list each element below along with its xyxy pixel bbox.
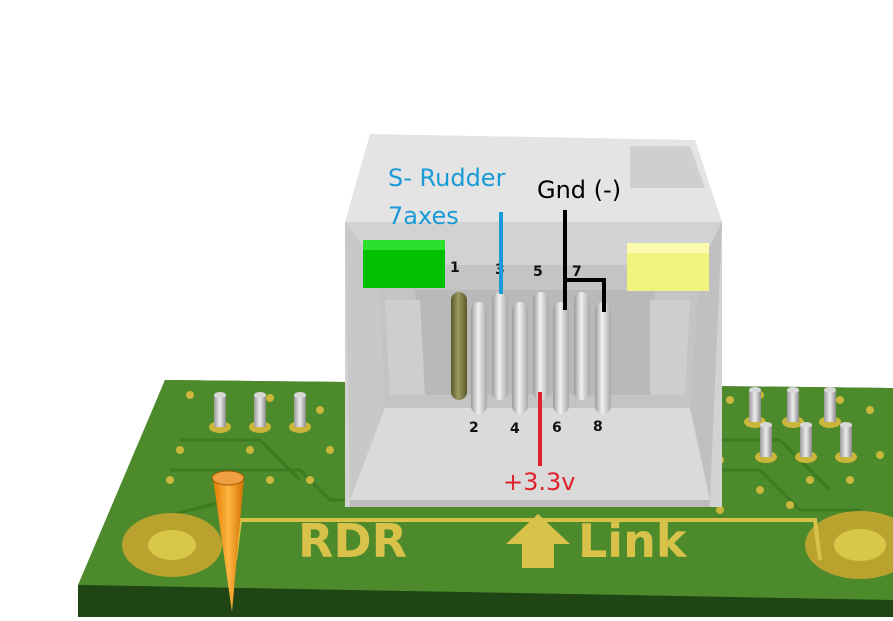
header-pins-left [209, 392, 311, 433]
pin-number-7: 7 [572, 264, 582, 280]
silkscreen-text-left: RDR [298, 514, 407, 568]
rudder-label-line1: S- Rudder [388, 164, 506, 192]
rudder-label-line2: 7axes [388, 202, 459, 230]
vcc-label: +3.3v [503, 468, 575, 496]
contact-pin-4 [512, 302, 528, 414]
pin-number-8: 8 [593, 419, 603, 435]
contact-pin-7 [574, 292, 590, 400]
header-pins-right [744, 387, 857, 463]
contact-pin-3 [492, 292, 508, 400]
contact-pin-2 [471, 302, 487, 414]
pin-number-5: 5 [533, 264, 543, 280]
pin-number-6: 6 [552, 420, 562, 436]
contact-pin-5 [533, 292, 549, 400]
led-green [363, 240, 445, 288]
contact-pins [451, 292, 611, 414]
contact-pin-6 [553, 302, 569, 414]
contact-pin-8 [595, 302, 611, 414]
contact-pin-1 [451, 292, 467, 400]
orange-probe-cone [211, 470, 245, 612]
led-yellow [627, 243, 709, 291]
up-arrow-icon [506, 514, 570, 568]
gnd-wire [563, 210, 606, 312]
gnd-label: Gnd (-) [537, 176, 621, 204]
pin-number-2: 2 [469, 420, 479, 436]
silkscreen-text-right: Link [578, 514, 688, 568]
pin-number-4: 4 [510, 421, 520, 437]
pin-number-1: 1 [450, 260, 460, 276]
